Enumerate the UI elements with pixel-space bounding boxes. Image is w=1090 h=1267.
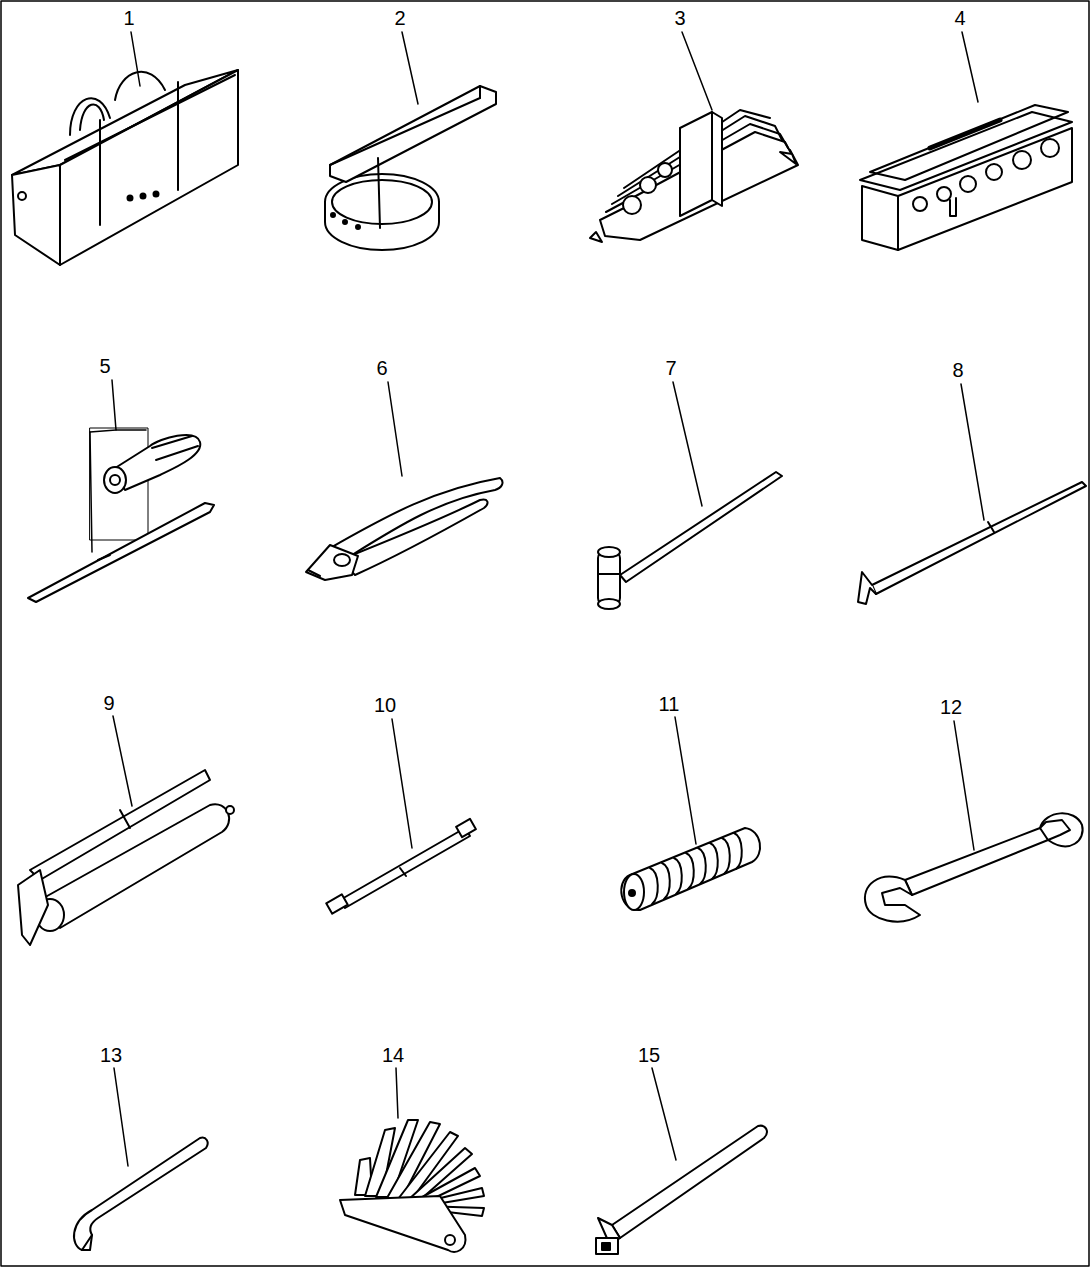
callout-number: 11 — [657, 693, 682, 715]
pliers — [306, 478, 502, 580]
screwdriver — [28, 428, 214, 602]
pry-bar — [858, 482, 1086, 604]
leader-lines — [90, 32, 984, 1166]
grease-hose — [326, 819, 476, 914]
strap-wrench — [325, 86, 496, 250]
callout-number: 5 — [97, 355, 112, 377]
tool-bag — [12, 70, 238, 265]
socket-set — [860, 105, 1072, 250]
l-socket-wrench — [596, 1126, 767, 1254]
callout-number: 9 — [101, 692, 116, 714]
coil-spring — [621, 828, 760, 910]
callout-number: 3 — [672, 7, 687, 29]
callout-number: 14 — [380, 1044, 406, 1066]
callout-number: 8 — [950, 359, 965, 381]
open-end-wrench — [865, 813, 1083, 921]
callout-number: 6 — [374, 357, 389, 379]
callout-number: 10 — [372, 694, 398, 716]
callout-number: 15 — [636, 1044, 662, 1066]
callout-number: 7 — [663, 357, 678, 379]
wrench-set — [590, 110, 798, 242]
callout-number: 12 — [938, 696, 964, 718]
callout-number: 13 — [98, 1044, 124, 1066]
feeler-gauge — [340, 1120, 484, 1252]
hammer — [598, 472, 782, 609]
callout-number: 1 — [121, 7, 136, 29]
hex-key — [74, 1138, 208, 1250]
callout-number: 2 — [392, 7, 407, 29]
grease-gun — [18, 770, 234, 945]
callout-number: 4 — [952, 7, 967, 29]
